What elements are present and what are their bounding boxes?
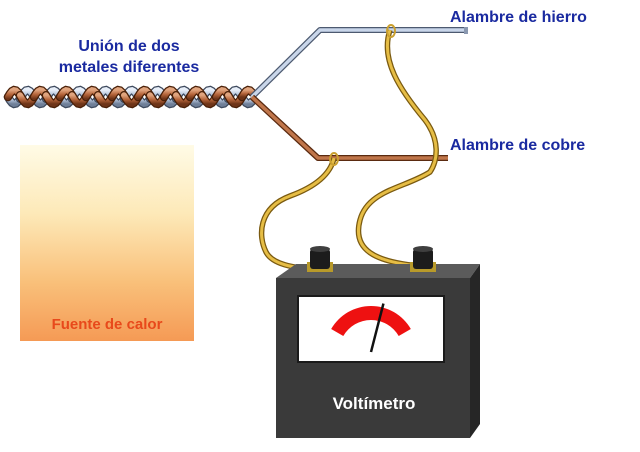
heat-source-label: Fuente de calor xyxy=(51,316,163,333)
voltmeter-terminal-left xyxy=(307,246,333,272)
copper-strand-segment xyxy=(43,92,63,108)
copper-strand-segment xyxy=(147,92,167,108)
copper-strand-segment xyxy=(121,92,141,108)
twisted-junction xyxy=(3,85,257,109)
voltmeter-terminal-right xyxy=(410,246,436,272)
voltmeter-label: Voltímetro xyxy=(332,394,416,413)
heat-source-gradient xyxy=(20,145,194,341)
copper-wire-label: Alambre de cobre xyxy=(450,137,586,154)
iron-wire-label: Alambre de hierro xyxy=(450,9,587,26)
junction-label: Unión de dos metales diferentes xyxy=(22,36,236,78)
voltmeter xyxy=(276,246,480,438)
copper-wire xyxy=(249,94,448,161)
voltmeter-lead-right xyxy=(355,24,439,269)
meter-needle xyxy=(369,303,385,353)
copper-strand-segment xyxy=(225,92,245,108)
copper-strand-segment xyxy=(173,92,193,108)
copper-strand-segment xyxy=(95,92,115,108)
copper-strand-segment xyxy=(199,92,219,108)
copper-strand-segment xyxy=(239,86,255,100)
copper-strand-segment xyxy=(17,92,37,108)
voltmeter-lead-left xyxy=(258,152,339,273)
junction-label-line-1: Unión de dos xyxy=(78,38,180,55)
iron-wire xyxy=(249,27,468,100)
junction-label-line-2: metales diferentes xyxy=(58,59,200,76)
copper-strand-segment xyxy=(69,92,89,108)
meter-scale-arc xyxy=(331,306,411,336)
